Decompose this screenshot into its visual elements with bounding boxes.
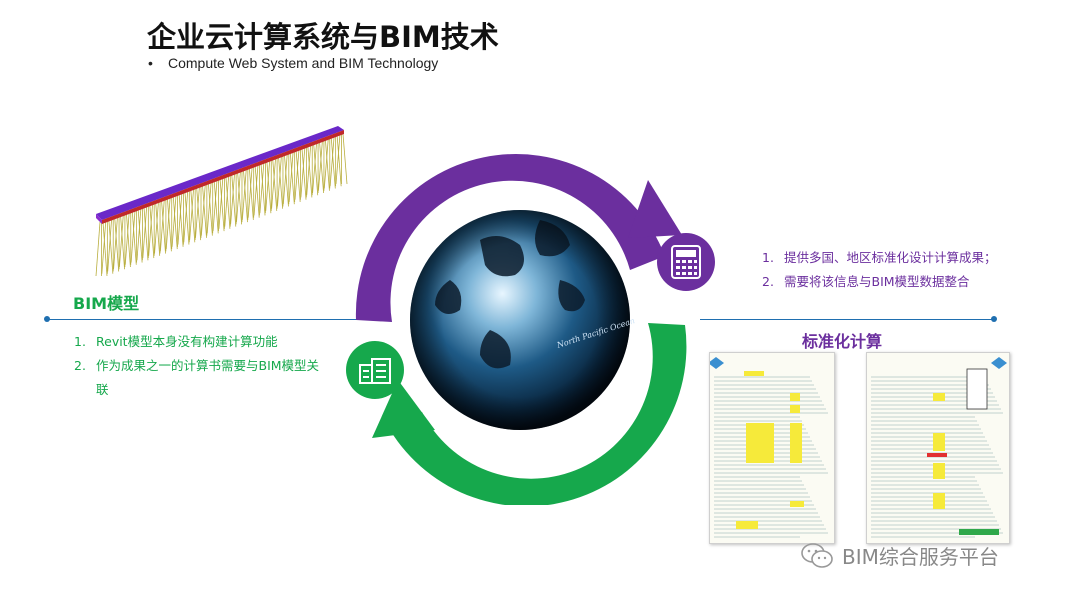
list-item: 1.提供多国、地区标准化设计计算成果； xyxy=(762,250,997,265)
watermark: BIM综合服务平台 xyxy=(800,541,999,570)
watermark-text: BIM综合服务平台 xyxy=(842,545,999,569)
calculation-list: 1.提供多国、地区标准化设计计算成果； 2.需要将该信息与BIM模型数据整合 xyxy=(762,246,1002,294)
subtitle-bullet: • xyxy=(148,55,153,71)
page-title: 企业云计算系统与BIM技术 xyxy=(147,20,499,54)
list-item: 2.作为成果之一的计算书需要与BIM模型关联 xyxy=(74,358,320,397)
list-item: 1.Revit模型本身没有构建计算功能 xyxy=(74,334,278,349)
standard-calc-heading: 标准化计算 xyxy=(802,332,883,351)
bim-model-heading: BIM模型 xyxy=(73,294,140,313)
calculator-icon xyxy=(671,245,701,279)
page-subtitle: • Compute Web System and BIM Technology xyxy=(148,55,438,71)
calculation-sheet-thumbnail xyxy=(866,352,1010,544)
wechat-icon xyxy=(801,542,833,568)
left-divider-line xyxy=(46,319,358,320)
subtitle-text: Compute Web System and BIM Technology xyxy=(168,55,439,71)
left-line-dot xyxy=(44,316,50,322)
right-line-dot xyxy=(991,316,997,322)
cycle-diagram: North Pacific Ocean xyxy=(355,154,687,505)
list-item: 2.需要将该信息与BIM模型数据整合 xyxy=(762,274,970,289)
purple-cycle-arrow xyxy=(355,154,665,322)
building-circle xyxy=(346,341,404,399)
bim-model-list: 1.Revit模型本身没有构建计算功能 2.作为成果之一的计算书需要与BIM模型… xyxy=(74,330,324,402)
right-divider-line xyxy=(700,319,994,320)
calculation-sheet-thumbnail xyxy=(708,352,835,544)
bridge-model-image xyxy=(95,126,348,277)
calculator-circle xyxy=(657,233,715,291)
green-cycle-arrow xyxy=(390,323,687,505)
building-icon xyxy=(359,358,391,384)
